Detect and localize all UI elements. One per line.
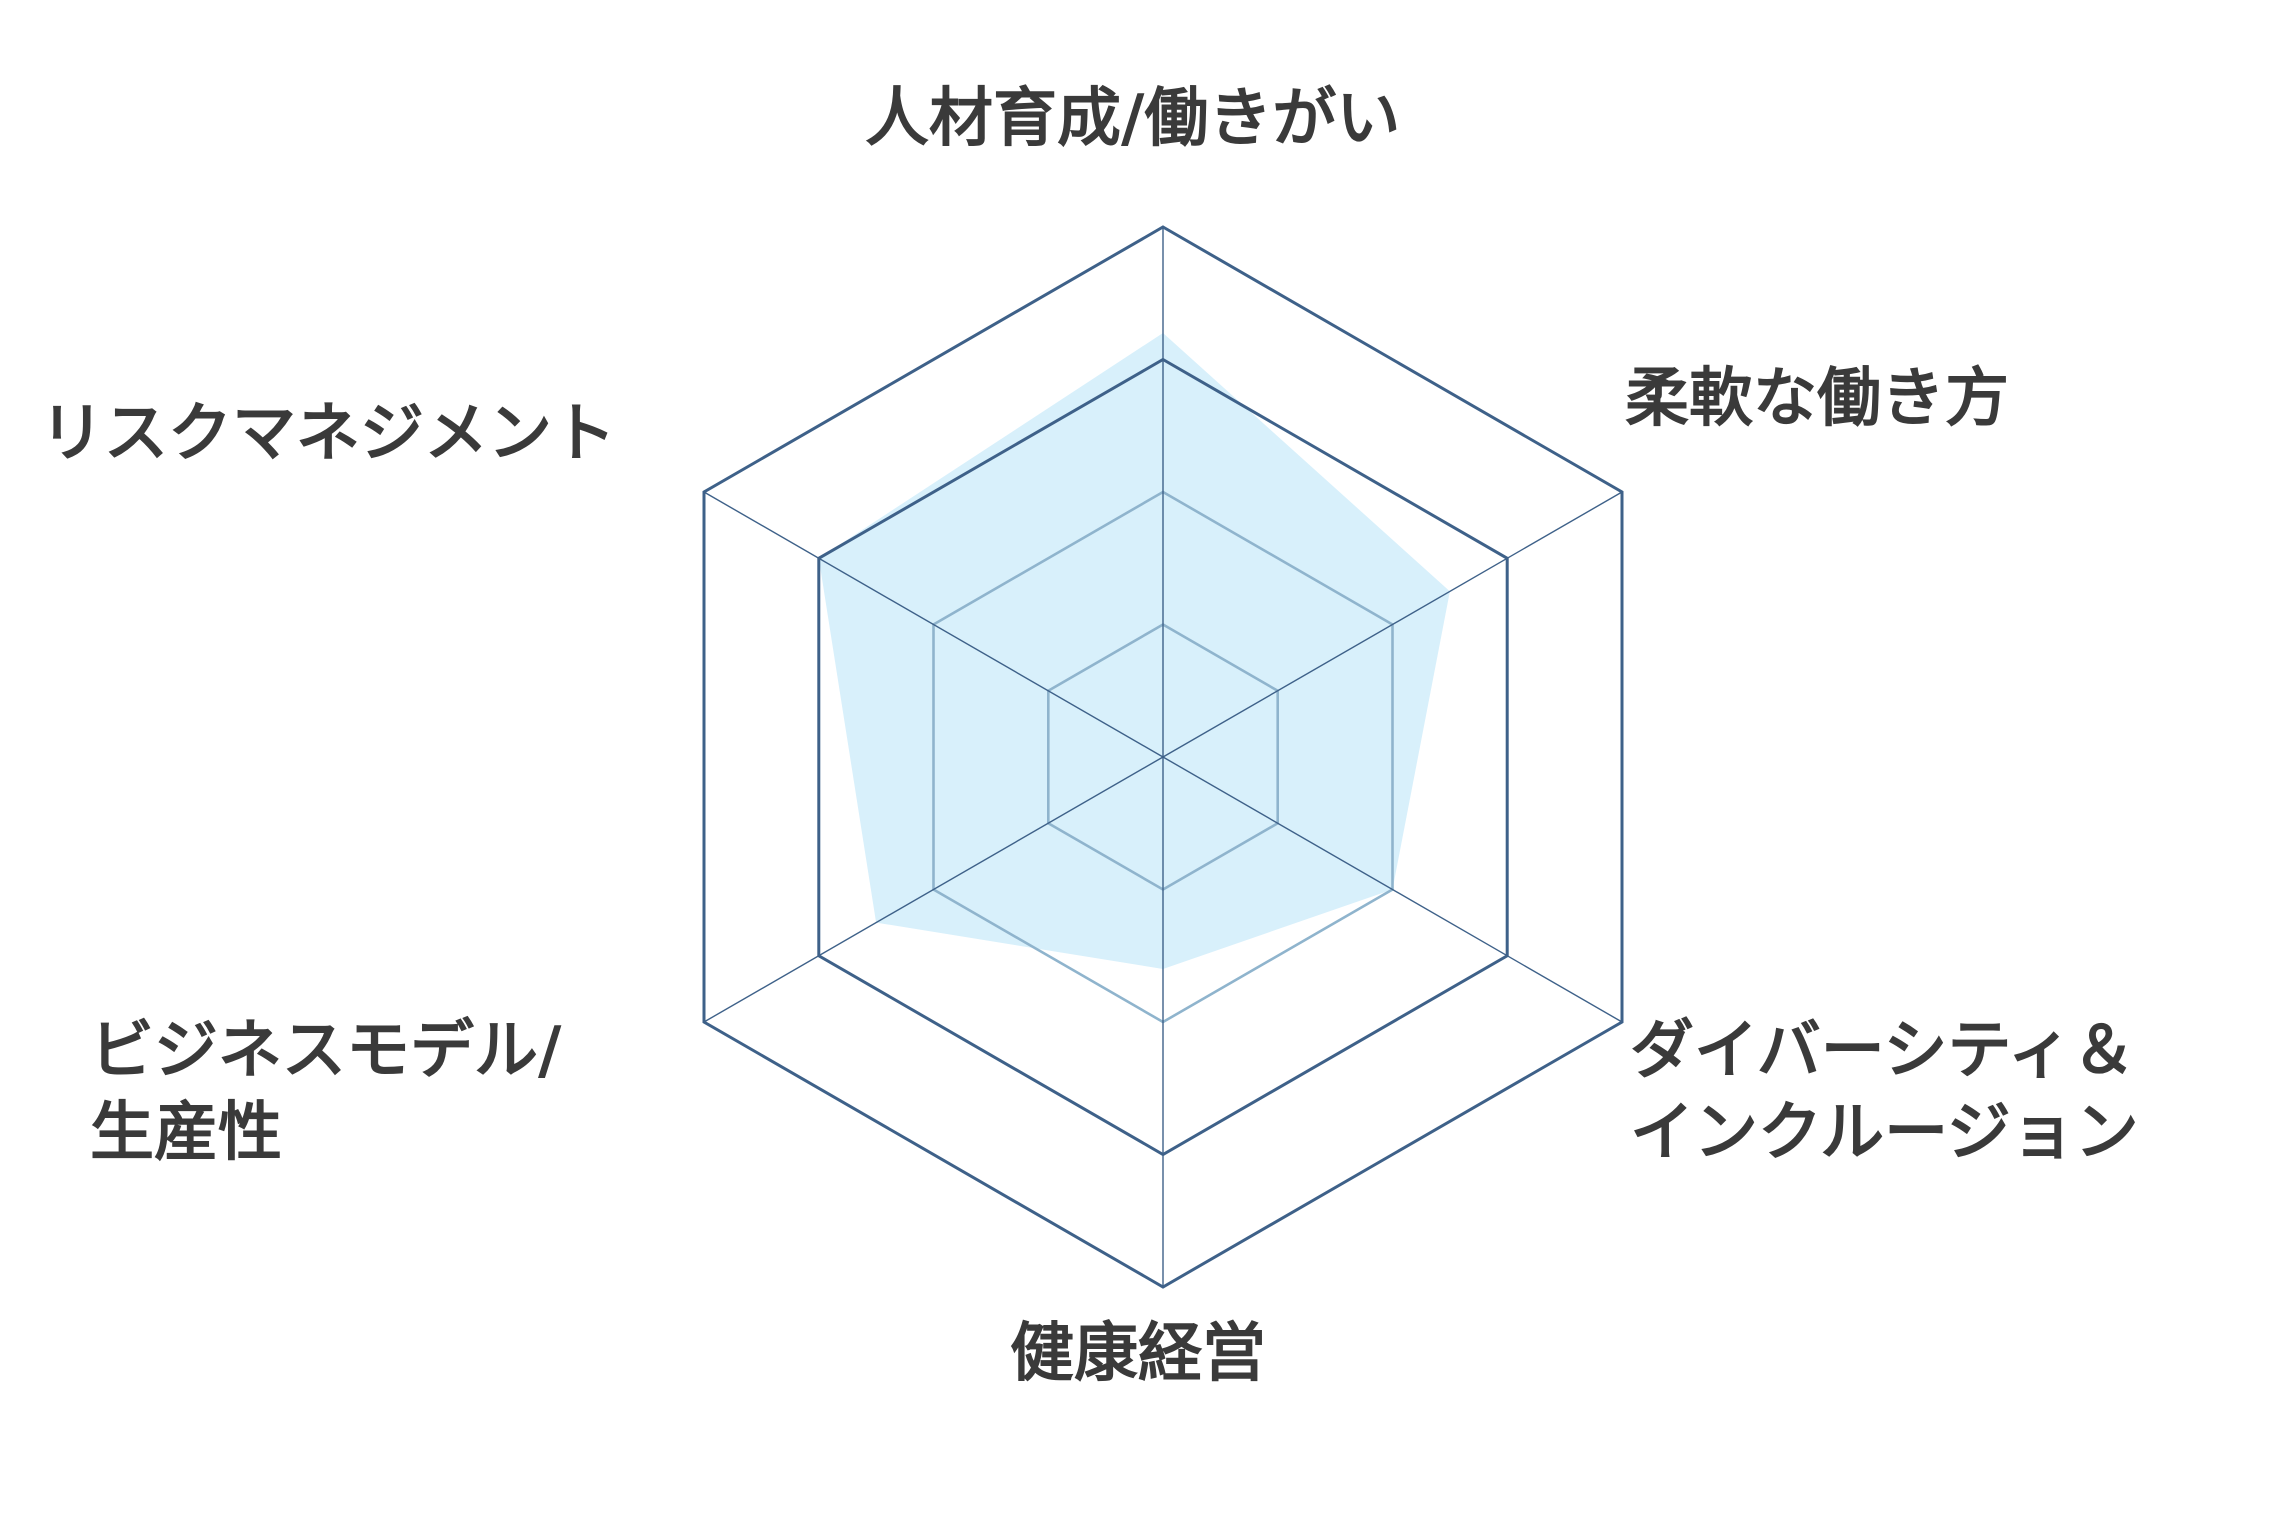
- axis-label-line: 人材育成/働きがい: [865, 82, 1401, 156]
- axis-label-line: 生産性: [90, 1096, 282, 1170]
- axis-label-flexible-work: 柔軟な働き方: [1625, 360, 2009, 438]
- axis-label-line: ダイバーシティ＆: [1630, 1014, 2136, 1088]
- axis-spoke: [703, 756, 1164, 1023]
- axis-spoke: [703, 491, 1164, 758]
- axis-label-line: ビジネスモデル/: [90, 1014, 562, 1088]
- axis-label-health-management: 健康経営: [1010, 1315, 1266, 1393]
- axis-label-line: リスクマネジメント: [40, 397, 616, 471]
- series-area: [818, 333, 1450, 969]
- axis-label-diversity-inclusion: ダイバーシティ＆ インクルージョン: [1630, 1010, 2139, 1174]
- axis-label-talent-development: 人材育成/働きがい: [865, 80, 1400, 158]
- axis-label-line: インクルージョン: [1630, 1096, 2139, 1170]
- axis-label-risk-management: リスクマネジメント: [40, 395, 616, 473]
- axis-label-business-model: ビジネスモデル/ 生産性: [90, 1010, 561, 1174]
- axis-label-line: 柔軟な働き方: [1625, 362, 2009, 436]
- axis-spoke: [1162, 491, 1623, 758]
- axis-label-line: 健康経営: [1010, 1317, 1266, 1391]
- axis-spoke: [1162, 756, 1623, 1023]
